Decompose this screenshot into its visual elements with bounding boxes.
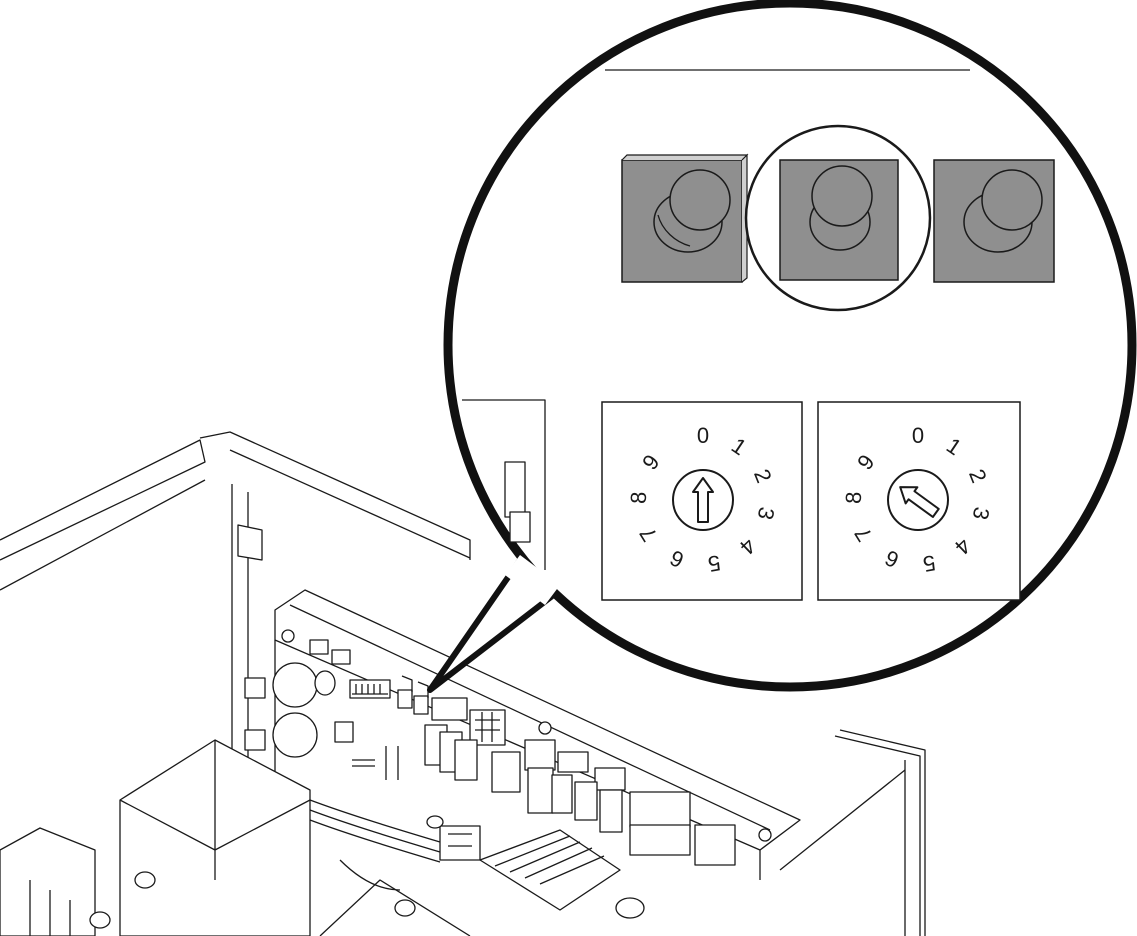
dial-digit-8: 8: [626, 491, 651, 504]
dial-digit-0: 0: [697, 423, 709, 448]
push-button-left[interactable]: [621, 153, 749, 283]
circuit-board: [244, 589, 801, 880]
dial-digit-5: 5: [706, 550, 722, 577]
dial-digit-3: 3: [753, 505, 780, 522]
dial-digit-3: 3: [968, 505, 995, 522]
cabinet-enclosure: [0, 431, 926, 936]
push-button-row: [621, 124, 1055, 312]
dial-digit-0: 0: [912, 423, 924, 448]
push-button-middle[interactable]: [744, 124, 932, 312]
rotary-switch-right-arrow-icon: [899, 486, 940, 518]
dial-digit-5: 5: [921, 550, 937, 577]
lower-components: [0, 739, 645, 936]
rotary-switch-left-arrow-icon: [692, 477, 714, 523]
push-button-right[interactable]: [933, 159, 1055, 283]
dial-digit-8: 8: [841, 491, 866, 504]
